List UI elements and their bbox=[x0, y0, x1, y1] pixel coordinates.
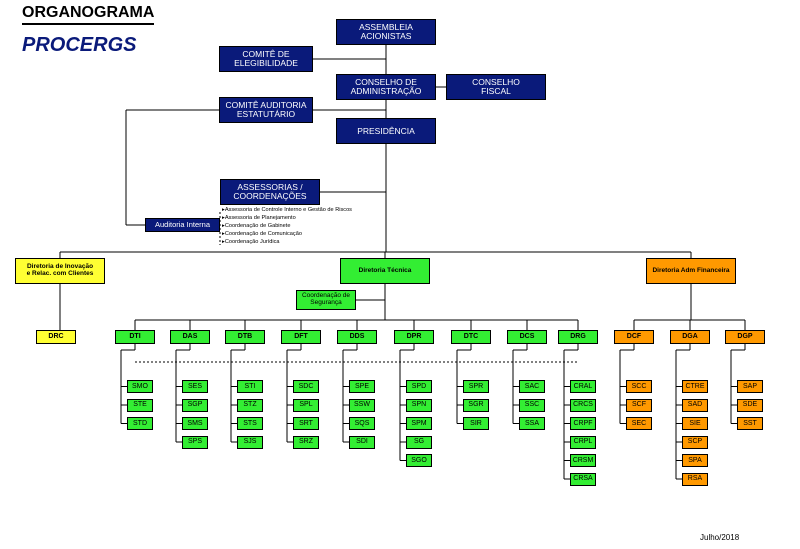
assessoria-item: Coordenação de Gabinete bbox=[222, 223, 291, 229]
section-sts: STS bbox=[237, 417, 263, 430]
department-das: DAS bbox=[170, 330, 210, 344]
assessorias-box: ASSESSORIAS / COORDENAÇÕES bbox=[220, 179, 320, 205]
section-spr: SPR bbox=[463, 380, 489, 393]
section-ctre: CTRE bbox=[682, 380, 708, 393]
section-sec: SEC bbox=[626, 417, 652, 430]
department-dgp: DGP bbox=[725, 330, 765, 344]
section-crsa: CRSA bbox=[570, 472, 596, 486]
diretoria-adm-financeira-box: Diretoria Adm Financeira bbox=[646, 258, 736, 284]
section-sgr: SGR bbox=[463, 398, 489, 412]
page-title: ORGANOGRAMA bbox=[22, 4, 155, 25]
section-sdi: SDI bbox=[349, 435, 375, 449]
department-drc: DRC bbox=[36, 330, 76, 344]
section-rsa: RSA bbox=[682, 472, 708, 486]
section-sir: SIR bbox=[463, 417, 489, 430]
section-sst: SST bbox=[737, 417, 763, 430]
department-dds: DDS bbox=[337, 330, 377, 344]
section-sgp: SGP bbox=[182, 398, 208, 412]
assessoria-item: Coordenação de Comunicação bbox=[222, 231, 302, 237]
section-srt: SRT bbox=[293, 417, 319, 430]
section-sde: SDE bbox=[737, 398, 763, 412]
department-dti: DTI bbox=[115, 330, 155, 344]
section-scf: SCF bbox=[626, 398, 652, 412]
auditoria-interna-box: Auditoria Interna bbox=[145, 218, 220, 232]
department-dpr: DPR bbox=[394, 330, 434, 344]
section-sqs: SQS bbox=[349, 417, 375, 430]
coordenacao-seguranca-box: Coordenação de Segurança bbox=[296, 290, 356, 310]
section-scp: SCP bbox=[682, 435, 708, 449]
comite-auditoria-box: COMITÊ AUDITORIA ESTATUTÁRIO bbox=[219, 97, 313, 123]
conselho-fiscal-box: CONSELHO FISCAL bbox=[446, 74, 546, 100]
section-sap: SAP bbox=[737, 380, 763, 393]
assessoria-item: Coordenação Jurídica bbox=[222, 239, 280, 245]
presidencia-box: PRESIDÊNCIA bbox=[336, 118, 436, 144]
department-dtc: DTC bbox=[451, 330, 491, 344]
section-sac: SAC bbox=[519, 380, 545, 393]
diretoria-tecnica-box: Diretoria Técnica bbox=[340, 258, 430, 284]
section-spn: SPN bbox=[406, 398, 432, 412]
section-sie: SIE bbox=[682, 417, 708, 430]
section-crcs: CRCS bbox=[570, 398, 596, 412]
section-sps: SPS bbox=[182, 435, 208, 449]
assessoria-item: Assessoria de Planejamento bbox=[222, 215, 296, 221]
conselho-administracao-box: CONSELHO DE ADMINISTRAÇÃO bbox=[336, 74, 436, 100]
procergs-logo: PROCERGS bbox=[22, 34, 137, 56]
section-sms: SMS bbox=[182, 417, 208, 430]
section-ssa: SSA bbox=[519, 417, 545, 430]
section-sti: STI bbox=[237, 380, 263, 393]
comite-elegibilidade-box: COMITÊ DE ELEGIBILIDADE bbox=[219, 46, 313, 72]
assembleia-box: ASSEMBLEIA ACIONISTAS bbox=[336, 19, 436, 45]
section-ses: SES bbox=[182, 380, 208, 393]
section-stz: STZ bbox=[237, 398, 263, 412]
department-dft: DFT bbox=[281, 330, 321, 344]
section-sad: SAD bbox=[682, 398, 708, 412]
department-dcs: DCS bbox=[507, 330, 547, 344]
section-sjs: SJS bbox=[237, 435, 263, 449]
department-dga: DGA bbox=[670, 330, 710, 344]
section-scc: SCC bbox=[626, 380, 652, 393]
section-cral: CRAL bbox=[570, 380, 596, 393]
section-sgo: SGO bbox=[406, 454, 432, 467]
section-std: STD bbox=[127, 417, 153, 430]
section-sdc: SDC bbox=[293, 380, 319, 393]
section-smo: SMO bbox=[127, 380, 153, 393]
assessoria-item: Assessoria de Controle Interno e Gestão … bbox=[222, 207, 352, 213]
date-label: Julho/2018 bbox=[700, 533, 740, 542]
department-dcf: DCF bbox=[614, 330, 654, 344]
section-crpl: CRPL bbox=[570, 435, 596, 449]
diretoria-inovacao-box: Diretoria de Inovação e Relac. com Clien… bbox=[15, 258, 105, 284]
section-spe: SPE bbox=[349, 380, 375, 393]
section-ssw: SSW bbox=[349, 398, 375, 412]
section-spl: SPL bbox=[293, 398, 319, 412]
section-crpf: CRPF bbox=[570, 417, 596, 430]
section-crsm: CRSM bbox=[570, 454, 596, 467]
section-ssc: SSC bbox=[519, 398, 545, 412]
section-ste: STE bbox=[127, 398, 153, 412]
section-sg: SG bbox=[406, 435, 432, 449]
department-dtb: DTB bbox=[225, 330, 265, 344]
section-spm: SPM bbox=[406, 417, 432, 430]
section-srz: SRZ bbox=[293, 435, 319, 449]
section-spa: SPA bbox=[682, 454, 708, 467]
department-drg: DRG bbox=[558, 330, 598, 344]
section-spd: SPD bbox=[406, 380, 432, 393]
